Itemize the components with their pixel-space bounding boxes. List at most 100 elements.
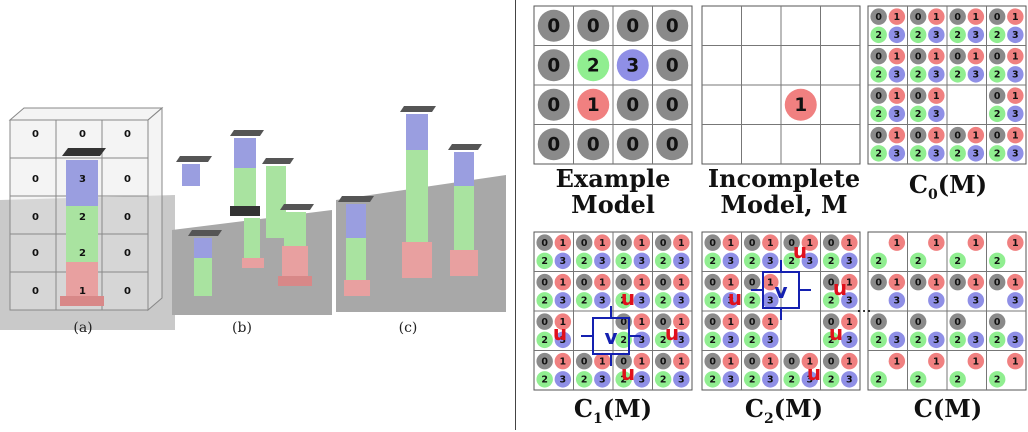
example-cell-token: 3: [616, 49, 649, 82]
mini-token: 1: [888, 47, 906, 65]
mini-token: 1: [1007, 87, 1024, 104]
mini-token: 1: [633, 273, 651, 291]
svg-text:3: 3: [560, 335, 567, 346]
mini-token: 1: [841, 313, 858, 330]
svg-text:3: 3: [933, 69, 940, 80]
mini-token: 1: [967, 234, 985, 251]
svg-text:2: 2: [875, 335, 882, 346]
mini-token: 2: [575, 371, 593, 388]
svg-text:3: 3: [678, 295, 685, 306]
svg-text:0: 0: [620, 317, 627, 328]
svg-text:1: 1: [1012, 356, 1019, 367]
svg-text:v: v: [604, 325, 617, 349]
mini-token: 2: [783, 252, 800, 270]
mini-token: 3: [594, 371, 611, 388]
svg-text:2: 2: [828, 374, 835, 385]
svg-text:0: 0: [915, 91, 922, 102]
svg-text:1: 1: [933, 51, 940, 62]
incomplete-model-grid: 1: [701, 5, 861, 165]
label-c1: C1(M): [530, 396, 696, 432]
svg-text:3: 3: [894, 148, 901, 159]
mini-token: 0: [870, 126, 887, 144]
svg-text:2: 2: [994, 30, 1001, 41]
mini-token: 2: [783, 371, 800, 388]
mini-token: 3: [633, 371, 651, 388]
svg-text:2: 2: [828, 256, 835, 267]
mini-token: 1: [801, 352, 819, 370]
svg-text:1: 1: [639, 238, 646, 249]
mini-token: 2: [743, 292, 761, 309]
svg-text:3: 3: [678, 256, 685, 267]
mini-token: 3: [1007, 331, 1024, 349]
mini-token: 1: [633, 313, 651, 330]
svg-text:3: 3: [626, 55, 639, 76]
u-label: u: [829, 321, 843, 345]
example-cell-token: 1: [577, 88, 610, 121]
mini-token: 0: [743, 313, 761, 330]
svg-text:3: 3: [678, 374, 685, 385]
mini-token: 3: [762, 331, 779, 349]
svg-text:2: 2: [788, 256, 795, 267]
mini-token: 0: [988, 87, 1006, 104]
svg-text:0: 0: [541, 317, 548, 328]
mini-token: 1: [594, 273, 611, 291]
svg-text:1: 1: [639, 277, 646, 288]
mini-token: 3: [967, 292, 985, 309]
svg-text:3: 3: [1012, 148, 1019, 159]
svg-text:2: 2: [875, 109, 882, 120]
svg-text:0: 0: [620, 356, 627, 367]
svg-text:3: 3: [678, 335, 685, 346]
mini-token: 3: [928, 26, 945, 44]
mini-token: 1: [1007, 126, 1024, 144]
mini-token: 0: [949, 47, 966, 65]
mini-token: 2: [988, 331, 1006, 349]
mini-token: 3: [801, 371, 819, 388]
svg-text:3: 3: [973, 148, 980, 159]
svg-text:1: 1: [678, 277, 685, 288]
mini-token: 1: [673, 273, 690, 291]
svg-text:2: 2: [620, 374, 627, 385]
mini-token: 1: [888, 126, 906, 144]
svg-text:0: 0: [666, 16, 679, 37]
mini-token: 0: [909, 273, 927, 291]
mini-token: 0: [704, 352, 721, 370]
svg-text:2: 2: [954, 335, 961, 346]
mini-token: 1: [722, 313, 740, 330]
svg-text:1: 1: [807, 238, 814, 249]
mini-token: 2: [654, 331, 672, 349]
svg-text:1: 1: [933, 277, 940, 288]
mini-token: 2: [822, 371, 840, 388]
mini-token: 0: [909, 126, 927, 144]
mini-token: 2: [615, 292, 632, 309]
mini-token: 2: [870, 105, 887, 123]
mini-token: 2: [909, 26, 927, 44]
mini-token: 1: [967, 352, 985, 370]
label-incomplete-model: Incomplete Model, M: [700, 166, 868, 218]
mini-token: 0: [536, 273, 553, 291]
svg-text:3: 3: [933, 295, 940, 306]
incomplete-cell-token: 1: [784, 88, 817, 121]
svg-text:3: 3: [973, 335, 980, 346]
svg-text:1: 1: [639, 356, 646, 367]
mini-token: 3: [722, 252, 740, 270]
mini-token: 1: [762, 234, 779, 251]
mini-token: 3: [888, 331, 906, 349]
mini-token: 0: [743, 352, 761, 370]
mini-token: 0: [988, 313, 1006, 330]
mini-token: 0: [870, 87, 887, 104]
svg-text:3: 3: [933, 335, 940, 346]
mini-token: 2: [536, 292, 553, 309]
mini-token: 2: [870, 26, 887, 44]
mini-token: 2: [870, 66, 887, 83]
mini-token: 2: [615, 252, 632, 270]
mini-token: 1: [762, 313, 779, 330]
mini-token: 3: [554, 371, 572, 388]
svg-text:2: 2: [660, 335, 667, 346]
svg-text:3: 3: [894, 30, 901, 41]
svg-text:3: 3: [728, 335, 735, 346]
mini-token: 0: [988, 273, 1006, 291]
cube-label-5: 0: [124, 174, 131, 185]
